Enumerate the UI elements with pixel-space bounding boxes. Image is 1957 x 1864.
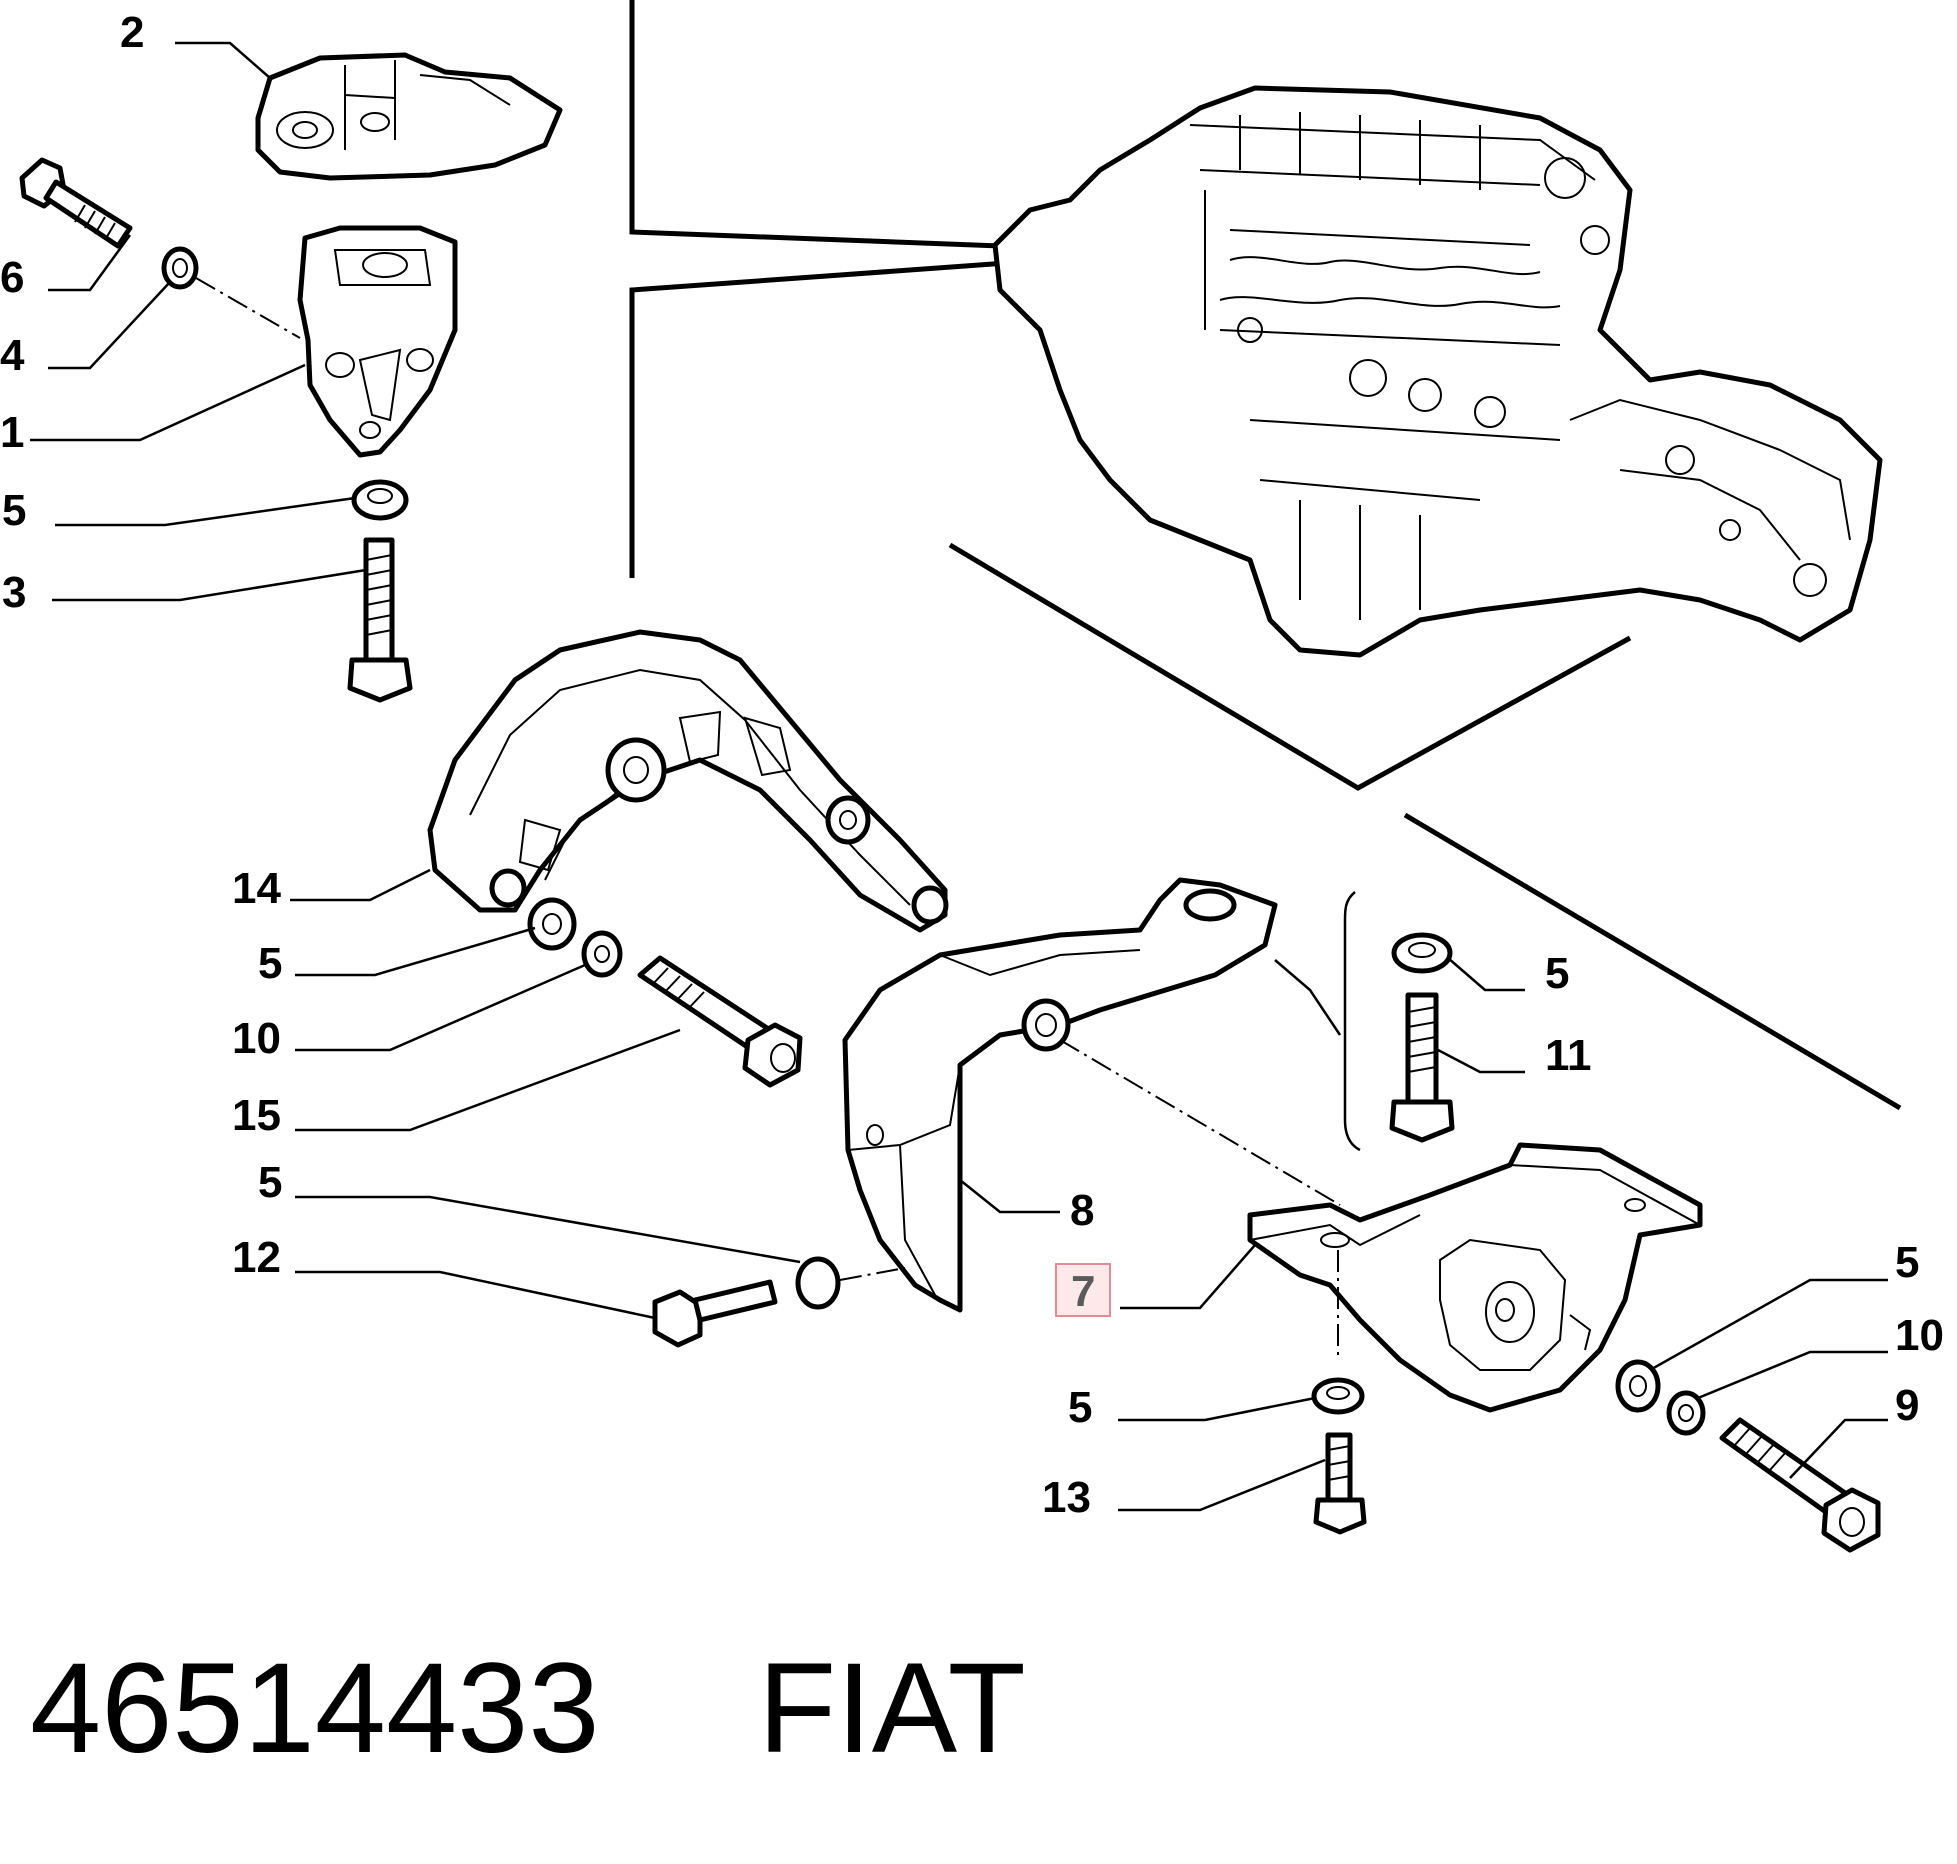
callout-9: 9: [1895, 1381, 1919, 1430]
part-12-bolt: [652, 1279, 778, 1348]
brand-name: FIAT: [758, 1637, 1026, 1780]
callout-15: 15: [232, 1091, 281, 1140]
part-5-washer-right-upper: [1391, 932, 1453, 974]
callout-1: 1: [0, 408, 24, 457]
axis-line: [1059, 1039, 1341, 1206]
callout-11: 11: [1545, 1031, 1592, 1080]
callout-14: 14: [232, 864, 281, 913]
part-8-l-bracket: [842, 877, 1278, 1313]
part-14-arch-bracket: [427, 629, 949, 933]
part-5-spacer-lower-left: [795, 1256, 841, 1310]
footer: 46514433 FIAT: [30, 1637, 1026, 1780]
callout-7: 7: [1071, 1267, 1095, 1316]
callout-5-left: 5: [258, 939, 282, 988]
axis-line: [839, 1267, 906, 1281]
axis-line: [195, 277, 301, 339]
callout-12: 12: [232, 1233, 281, 1282]
callout-2: 2: [120, 8, 144, 57]
callout-10-right: 10: [1895, 1311, 1944, 1360]
part-10-spring-washer-right: [1666, 1390, 1706, 1436]
part-13-bolt: [1313, 1432, 1367, 1535]
part-2-cover-plate: [255, 52, 563, 181]
callout-8: 8: [1070, 1186, 1094, 1235]
callout-5-lower-left: 5: [258, 1158, 282, 1207]
part-1-upper-bracket: [297, 225, 458, 458]
part-number: 46514433: [30, 1637, 600, 1780]
assembly-bracket-line: [1343, 891, 1361, 1152]
part-7-engine-mount: [1247, 1142, 1703, 1413]
callout-5-top: 5: [2, 486, 26, 535]
callout-4: 4: [0, 331, 25, 380]
callout-5-right-lower: 5: [1895, 1238, 1919, 1287]
assembly-bracket-line: [1274, 959, 1342, 1036]
callout-labels: 2 6 4 1 5 3 14 5 10 15 5 12 8 7 5 11 5 1…: [0, 8, 1944, 1522]
callout-5-lower-mid: 5: [1068, 1383, 1092, 1432]
leader-lines: [30, 41, 1888, 1512]
part-3-bolt: [347, 537, 413, 703]
part-5-washer-lower-mid: [1311, 1377, 1365, 1415]
callout-6: 6: [0, 253, 24, 302]
part-5-washer-top: [351, 479, 409, 521]
part-5-washer-left: [527, 897, 577, 951]
callout-3: 3: [2, 568, 26, 617]
callout-highlight-box: [1055, 1263, 1111, 1317]
part-6-bolt: [19, 157, 133, 249]
callout-13: 13: [1042, 1473, 1091, 1522]
part-11-bolt: [1389, 992, 1455, 1143]
callout-5-right-upper: 5: [1545, 949, 1569, 998]
part-5-washer-right-lower: [1615, 1359, 1661, 1413]
divider-lines: [629, 0, 1902, 1111]
part-4-washer: [161, 246, 199, 290]
part-15-bolt: [637, 955, 803, 1088]
part-10-spring-washer-left: [581, 930, 623, 978]
engine-icon: [992, 85, 1883, 658]
part-9-bolt: [1719, 1417, 1881, 1553]
callout-10-left: 10: [232, 1014, 281, 1063]
